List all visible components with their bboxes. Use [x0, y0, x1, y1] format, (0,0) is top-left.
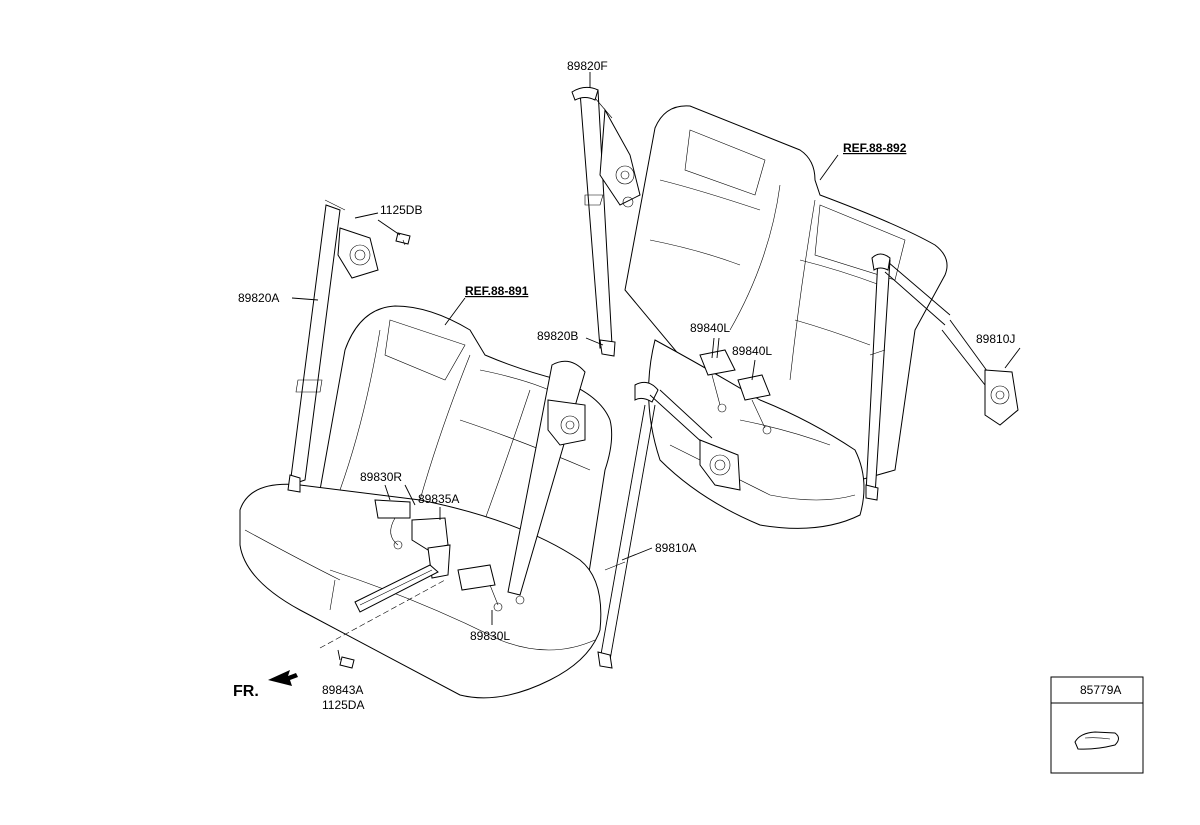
retractor-upper-left: [324, 199, 379, 279]
belt-89820A: [287, 204, 341, 493]
label-89820A: 89820A: [238, 291, 279, 305]
label-89840L-a: 89840L: [690, 321, 730, 335]
belt-89810J: [865, 253, 1019, 501]
label-89840L-b: 89840L: [732, 344, 772, 358]
label-1125DB: 1125DB: [380, 203, 422, 217]
retractor-top-center: [594, 97, 641, 208]
front-arrow-icon: [268, 670, 298, 686]
buckle-89840L-b: [737, 374, 772, 435]
bolt-1125DB: [395, 232, 411, 246]
leader-lines: [291, 72, 1021, 661]
belt-89820F: [571, 86, 616, 357]
bolt-1125DA: [339, 656, 355, 669]
ref-88-892: REF.88-892: [843, 141, 907, 155]
ref-88-891: REF.88-891: [465, 284, 529, 298]
buckle-89840L-a: [699, 349, 736, 413]
anchor-rail: [354, 564, 439, 613]
buckle-89830R: [374, 499, 411, 550]
retractor-center: [507, 360, 586, 596]
buckle-89830L: [457, 564, 525, 612]
label-89810A: 89810A: [655, 541, 696, 555]
inset-box-85779A: 85779A: [1050, 676, 1144, 774]
cover-clip-icon: [1074, 731, 1119, 750]
label-89830R: 89830R: [360, 470, 402, 484]
inset-label: 85779A: [1080, 683, 1121, 697]
belt-center-right: [649, 389, 741, 491]
label-89820F: 89820F: [567, 59, 608, 73]
front-label: FR.: [233, 683, 259, 700]
rear-seat-left: [239, 305, 613, 699]
label-1125DA: 1125DA: [322, 698, 364, 712]
rear-seat-right: [624, 105, 948, 529]
label-89835A: 89835A: [418, 492, 459, 506]
label-89820B: 89820B: [537, 329, 578, 343]
label-89810J: 89810J: [976, 332, 1015, 346]
label-89843A: 89843A: [322, 683, 363, 697]
label-89830L: 89830L: [470, 629, 510, 643]
